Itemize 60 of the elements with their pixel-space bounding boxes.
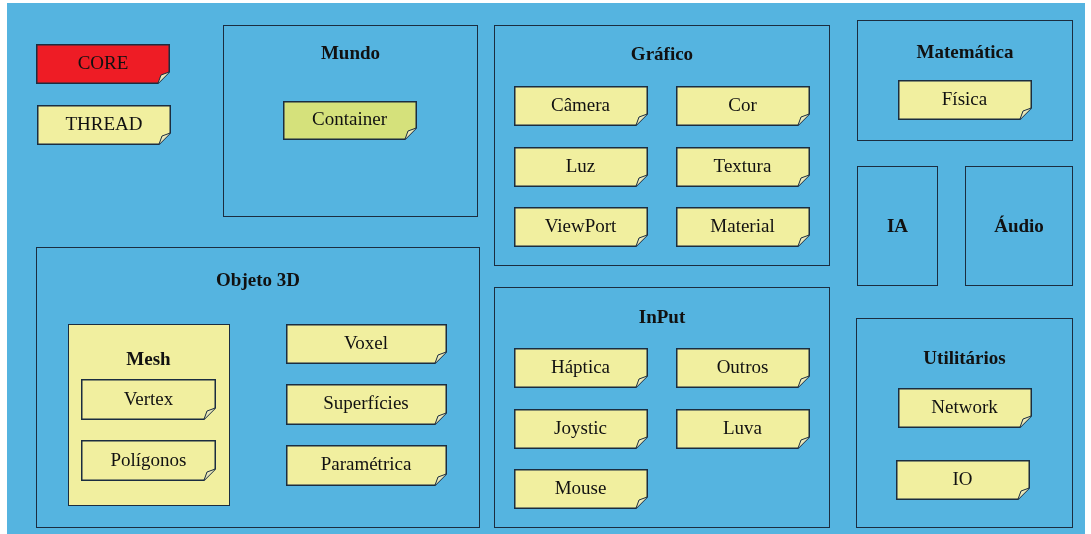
- note-label: Háptica: [550, 355, 611, 378]
- note-label: Paramétrica: [320, 452, 412, 475]
- note-label: Textura: [713, 154, 772, 177]
- note-box: [675, 146, 810, 187]
- note-label: Material: [710, 214, 775, 237]
- note-label: Câmera: [550, 93, 611, 116]
- panel-title: Mundo: [320, 42, 381, 64]
- note-box: [513, 206, 648, 247]
- note-label: Container: [312, 107, 387, 130]
- note-box: [513, 468, 648, 509]
- group-panel: [223, 25, 478, 217]
- note-box: [675, 347, 810, 388]
- note-label: Física: [941, 87, 988, 110]
- group-panel: [857, 166, 938, 286]
- note-box: [513, 347, 648, 388]
- note-label: Polígonos: [110, 448, 187, 471]
- note-box: [81, 379, 216, 420]
- group-panel: [494, 287, 830, 528]
- note-box: [81, 440, 216, 481]
- note-box: [897, 387, 1032, 428]
- panel-title: Áudio: [994, 215, 1044, 237]
- note-label: Voxel: [344, 331, 388, 354]
- panel-title: Mesh: [126, 347, 171, 370]
- legend-label: THREAD: [65, 112, 143, 135]
- note-box: [513, 408, 648, 449]
- note-label: Luva: [722, 416, 762, 439]
- note-box: [675, 206, 810, 247]
- note-box: [285, 323, 447, 364]
- note-label: IO: [952, 467, 973, 490]
- note-label: Cor: [728, 93, 757, 116]
- panel-title: IA: [886, 215, 909, 237]
- legend-label: CORE: [77, 51, 129, 74]
- panel-title: Objeto 3D: [216, 269, 300, 291]
- note-box: [897, 79, 1032, 120]
- group-panel: [494, 25, 830, 266]
- note-box: [513, 146, 648, 187]
- panel-title: Gráfico: [630, 43, 694, 65]
- group-panel: [856, 318, 1073, 528]
- note-label: Vertex: [123, 387, 174, 410]
- panel-title: Matemática: [916, 41, 1014, 63]
- note-box: [285, 444, 447, 486]
- panel-title: Utilitários: [923, 347, 1006, 369]
- note-box: [513, 85, 648, 126]
- note-label: Superfícies: [323, 391, 409, 414]
- note-label: ViewPort: [544, 214, 617, 237]
- note-box: [675, 408, 810, 449]
- note-box: [895, 459, 1030, 500]
- group-panel: [36, 247, 480, 528]
- note-label: Luz: [565, 154, 596, 177]
- note-label: Mouse: [554, 476, 607, 499]
- note-box: [285, 383, 447, 425]
- note-label: Joystic: [554, 416, 607, 439]
- group-panel: [965, 166, 1073, 286]
- note-label: Network: [931, 395, 998, 418]
- panel-title: InPut: [638, 306, 686, 328]
- note-box: [675, 85, 810, 126]
- group-panel: [67, 323, 230, 506]
- note-label: Outros: [716, 355, 769, 378]
- group-panel: [857, 20, 1073, 141]
- note-box: [282, 100, 417, 140]
